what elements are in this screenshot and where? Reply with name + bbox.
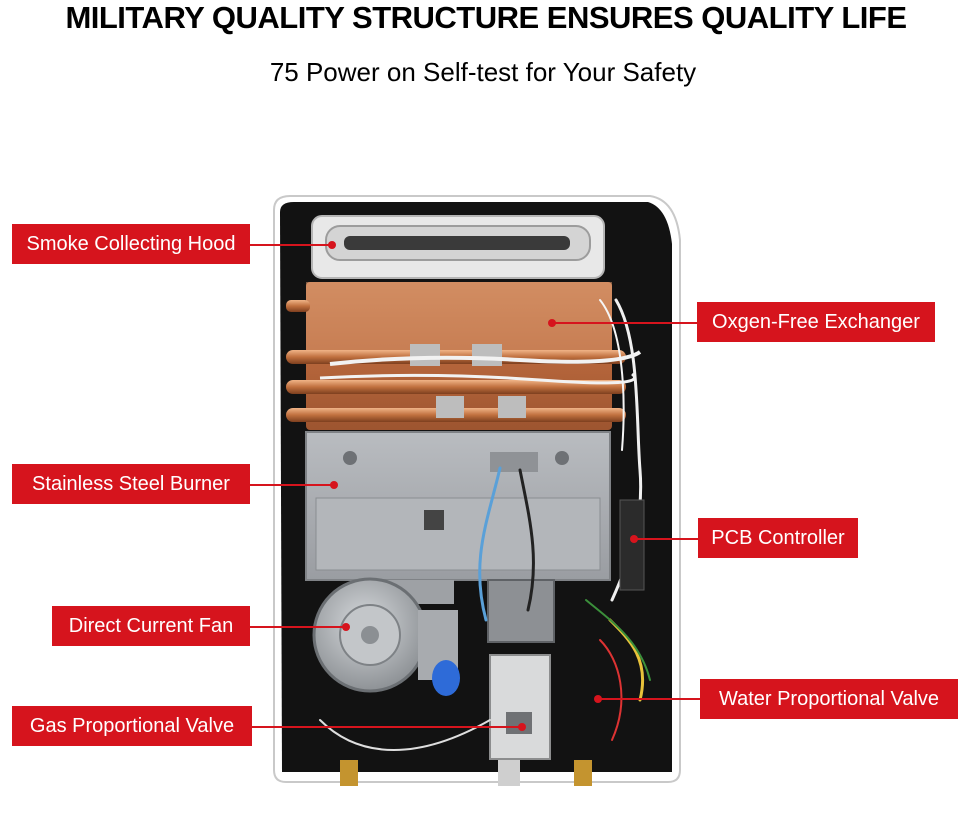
heat-exchanger: [286, 282, 642, 430]
leader-dot-gas-valve: [518, 723, 526, 731]
gas-valve-assembly: [340, 579, 592, 786]
page-title: MILITARY QUALITY STRUCTURE ENSURES QUALI…: [65, 0, 907, 35]
leader-burner: [250, 484, 334, 486]
callout-burner: Stainless Steel Burner: [12, 464, 250, 504]
page-subtitle: 75 Power on Self-test for Your Safety: [269, 57, 697, 87]
leader-dot-burner: [330, 481, 338, 489]
leader-dot-water-valve: [594, 695, 602, 703]
leader-dot-exchanger: [548, 319, 556, 327]
pcb-board: [619, 499, 645, 591]
leader-dot-smoke-hood: [328, 241, 336, 249]
leader-dot-fan: [342, 623, 350, 631]
callout-pcb: PCB Controller: [698, 518, 858, 558]
callout-gas-valve: Gas Proportional Valve: [12, 706, 252, 746]
leader-dot-pcb: [630, 535, 638, 543]
leader-water-valve: [598, 698, 700, 700]
callout-exchanger: Oxgen-Free Exchanger: [697, 302, 935, 342]
leader-fan: [250, 626, 346, 628]
leader-smoke-hood: [248, 244, 332, 246]
callout-smoke-hood: Smoke Collecting Hood: [12, 224, 250, 264]
dc-fan: [312, 577, 460, 696]
leader-exchanger: [552, 322, 698, 324]
burner-box: [305, 431, 611, 581]
smoke-hood: [311, 215, 605, 279]
callout-fan: Direct Current Fan: [52, 606, 250, 646]
leader-gas-valve: [252, 726, 522, 728]
leader-pcb: [634, 538, 698, 540]
callout-water-valve: Water Proportional Valve: [700, 679, 958, 719]
